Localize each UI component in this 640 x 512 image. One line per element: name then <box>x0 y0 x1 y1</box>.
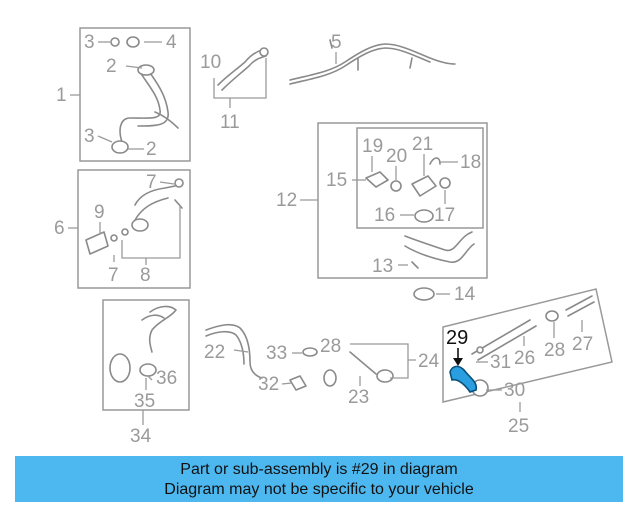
pipe-5 <box>289 39 456 85</box>
bracket-32 <box>289 375 307 391</box>
hose-assembly-1 <box>110 36 179 154</box>
hose-assembly-6 <box>85 178 184 255</box>
callout-18: 18 <box>460 152 481 173</box>
callout-11: 11 <box>220 112 240 133</box>
callout-34: 34 <box>130 426 152 447</box>
parts-diagram: 1 2 3 4 3 2 5 6 7 7 8 9 10 11 12 13 14 1… <box>54 27 613 447</box>
clamp-33 <box>302 347 318 357</box>
callout-21: 21 <box>412 134 433 155</box>
callout-3b: 3 <box>84 126 95 147</box>
callout-17: 17 <box>434 205 455 226</box>
callout-14: 14 <box>454 284 476 305</box>
callout-6: 6 <box>54 218 65 239</box>
callout-30: 30 <box>504 380 525 401</box>
callout-22: 22 <box>204 342 225 363</box>
leader-36 <box>147 375 153 381</box>
callout-36: 36 <box>156 368 177 389</box>
callout-28b: 28 <box>320 336 341 357</box>
callout-2b: 2 <box>146 139 157 160</box>
callout-19: 19 <box>362 136 383 157</box>
parts-group-15 <box>365 157 451 223</box>
callout-1: 1 <box>56 85 67 106</box>
callout-25: 25 <box>508 416 529 437</box>
callout-7b: 7 <box>108 265 119 286</box>
pipe-13 <box>404 231 475 269</box>
callout-29: 29 <box>446 327 468 349</box>
group-frame-34 <box>102 299 190 411</box>
callout-13: 13 <box>372 256 393 277</box>
banner-line-2: Diagram may not be specific to your vehi… <box>164 481 474 498</box>
pipe-23 <box>349 351 377 375</box>
callout-7a: 7 <box>146 172 157 193</box>
leader-32 <box>281 382 293 385</box>
leader-24 <box>350 343 416 379</box>
leader-22 <box>233 349 249 353</box>
leader-3b <box>97 135 113 143</box>
hose-assembly-25 <box>471 295 595 397</box>
callout-15: 15 <box>326 170 347 191</box>
leader-11 <box>213 58 267 108</box>
group-frame-15 <box>356 127 484 229</box>
callout-16: 16 <box>374 205 395 226</box>
callout-33: 33 <box>266 343 287 364</box>
callout-2a: 2 <box>106 56 117 77</box>
info-banner: Part or sub-assembly is #29 in diagram D… <box>15 456 623 502</box>
callout-20: 20 <box>386 146 407 167</box>
callout-35: 35 <box>134 391 155 412</box>
callout-3a: 3 <box>84 32 95 53</box>
group-frame-25 <box>442 288 613 403</box>
clamp-14 <box>413 287 435 301</box>
callout-32: 32 <box>258 374 279 395</box>
callout-24: 24 <box>418 351 440 372</box>
group-frame-6 <box>77 169 191 289</box>
callout-9: 9 <box>94 202 105 223</box>
callout-26: 26 <box>514 348 535 369</box>
banner-line-1: Part or sub-assembly is #29 in diagram <box>180 461 458 478</box>
hose-10 <box>217 47 269 91</box>
hose-22 <box>205 323 263 379</box>
callout-31: 31 <box>490 352 511 373</box>
callout-23: 23 <box>348 387 369 408</box>
callout-27: 27 <box>572 334 593 355</box>
highlighted-hose-29 <box>449 348 478 393</box>
hose-assembly-34 <box>109 305 177 383</box>
callout-4: 4 <box>166 32 177 53</box>
callout-12: 12 <box>276 190 297 211</box>
leader-7a <box>159 181 175 185</box>
callout-8: 8 <box>140 265 151 286</box>
leader-8 <box>121 206 181 265</box>
leader-2a <box>125 65 143 69</box>
callout-5: 5 <box>331 32 342 53</box>
callout-10: 10 <box>200 52 221 73</box>
callout-28a: 28 <box>544 340 565 361</box>
